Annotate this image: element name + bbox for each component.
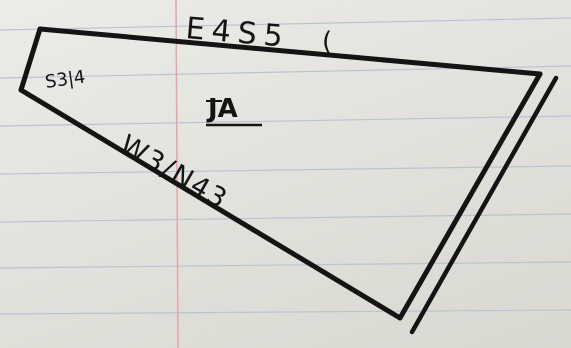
ruled-line	[0, 261, 571, 269]
ruled-line	[0, 165, 571, 175]
quadrilateral-outline	[18, 26, 543, 321]
ruled-lines	[0, 17, 571, 315]
right-double-line	[409, 75, 559, 335]
ruled-line	[0, 115, 571, 127]
ruled-line	[0, 309, 571, 315]
diagonal-edge-line	[18, 87, 403, 321]
left-edge-label: S3|4	[44, 67, 87, 93]
center-label: JA	[206, 94, 238, 124]
faint-mark: (	[322, 27, 332, 57]
ruled-line	[0, 17, 571, 31]
ruled-line	[0, 213, 571, 223]
margin-line	[175, 0, 179, 348]
right-edge-line	[397, 71, 543, 321]
top-edge-label: E4S5	[184, 11, 291, 55]
top-edge-line	[37, 26, 543, 77]
left-edge-line	[18, 26, 43, 93]
